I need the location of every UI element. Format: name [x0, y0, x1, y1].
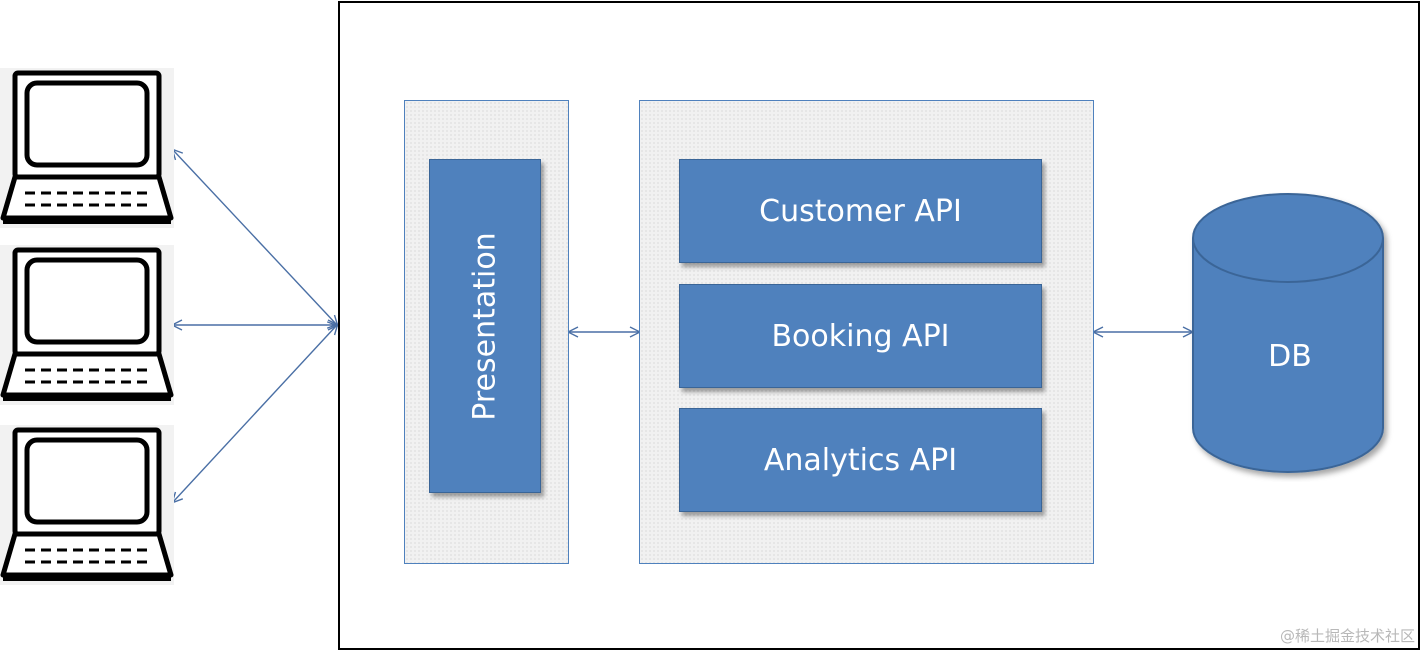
booking-api-box: Booking API	[679, 284, 1042, 388]
customer-api-label: Customer API	[759, 193, 962, 229]
computer-icon	[0, 245, 174, 405]
watermark: @稀土掘金技术社区	[1279, 627, 1415, 645]
computer-icon	[0, 425, 174, 585]
client3-link-arrow	[173, 325, 337, 502]
client1-link-arrow	[173, 150, 337, 325]
computer-icon	[0, 68, 174, 228]
presentation-box: Presentation	[429, 159, 541, 493]
database-label: DB	[1268, 338, 1312, 374]
analytics-api-box: Analytics API	[679, 408, 1042, 512]
presentation-label: Presentation	[467, 231, 503, 421]
database-cylinder-icon	[1192, 193, 1384, 473]
analytics-api-label: Analytics API	[763, 442, 958, 478]
booking-api-label: Booking API	[771, 318, 950, 354]
customer-api-box: Customer API	[679, 159, 1042, 263]
server-boundary	[338, 1, 1420, 650]
